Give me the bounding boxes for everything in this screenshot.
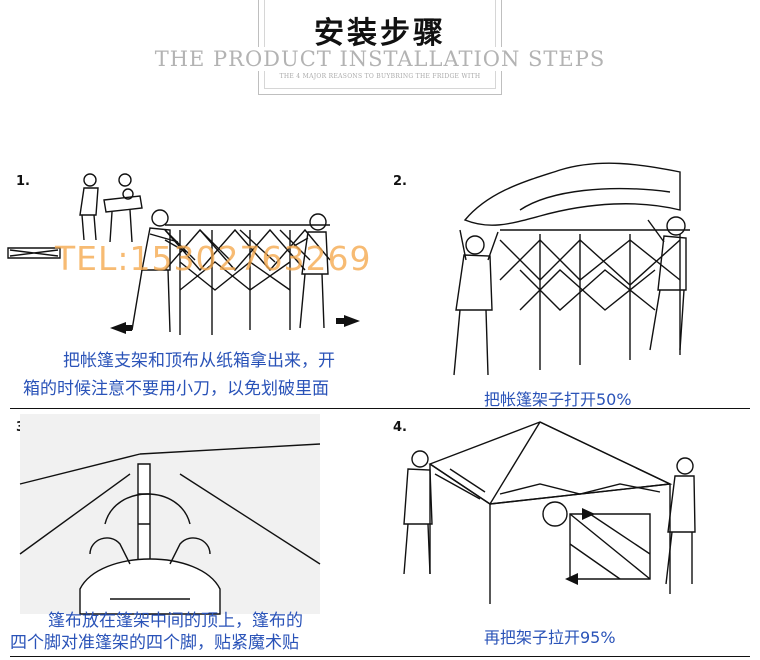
page-subtitle-english: THE 4 MAJOR REASONS TO BUYBRING THE FRID…	[279, 73, 481, 80]
step-4-caption: 再把架子拉开95%	[484, 628, 616, 647]
step-2-number: 2.	[393, 174, 407, 189]
step-1-number: 1.	[16, 174, 30, 189]
step-1-illustration	[0, 170, 360, 350]
step-3-illustration	[20, 414, 320, 614]
step-2-caption: 把帐篷架子打开50%	[484, 390, 632, 409]
step-2-illustration	[380, 150, 760, 390]
step-3-caption-line-1: 篷布放在篷架中间的顶上，篷布的	[48, 611, 303, 631]
divider-middle	[10, 408, 750, 409]
step-4-number: 4.	[393, 420, 407, 435]
divider-bottom	[10, 656, 750, 657]
title-english-text: THE PRODUCT INSTALLATION STEPS	[152, 47, 608, 71]
step-1-caption-line-1: 把帐篷支架和顶布从纸箱拿出来，开	[63, 351, 335, 371]
header-frame-inner	[264, 0, 496, 89]
page-title-english: THE PRODUCT INSTALLATION STEPS	[0, 47, 760, 71]
step-1-caption-line-2: 箱的时候注意不要用小刀，以免划破里面	[23, 379, 329, 399]
page-title: 安装步骤	[314, 16, 446, 51]
phone-watermark: TEL:15302763269	[55, 239, 372, 278]
step-3-caption-line-2: 四个脚对准篷架的四个脚，贴紧魔术贴	[10, 633, 299, 653]
step-4-illustration	[390, 414, 760, 614]
